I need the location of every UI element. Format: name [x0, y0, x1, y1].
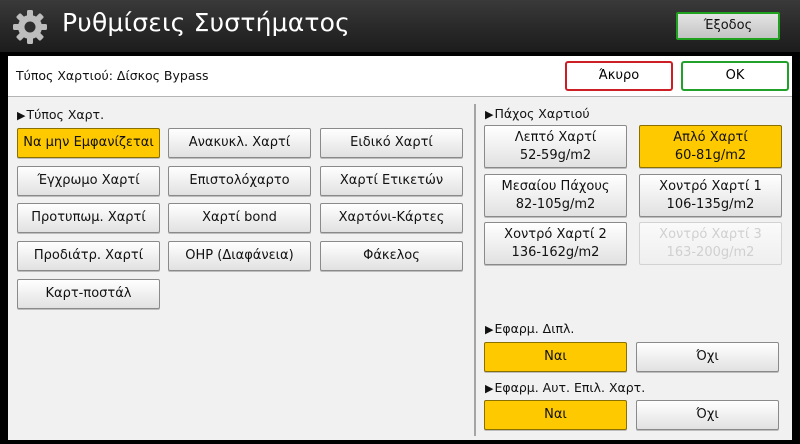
option-line1: Χοντρό Χαρτί 3 — [659, 226, 762, 242]
thickness-option[interactable]: Χοντρό Χαρτί 1 106-135g/m2 — [639, 174, 782, 217]
exit-button[interactable]: Έξοδος — [676, 12, 780, 40]
duplex-label: Εφαρμ. Διπλ. — [494, 321, 575, 336]
gear-icon — [13, 10, 47, 44]
thickness-section-label: ▶Πάχος Χαρτιού — [485, 106, 590, 121]
option-line2: 106-135g/m2 — [666, 196, 755, 212]
option-label: Καρτ-ποστάλ — [45, 286, 132, 301]
duplex-no-button[interactable]: Όχι — [636, 342, 779, 372]
option-line1: Απλό Χαρτί — [673, 129, 748, 145]
paper-type-option[interactable]: Ανακυκλ. Χαρτί — [168, 128, 311, 158]
thickness-option[interactable]: Χοντρό Χαρτί 3 163-200g/m2 — [639, 222, 782, 265]
paper-type-section-label: ▶Τύπος Χαρτ. — [17, 107, 104, 122]
option-label: Φάκελος — [363, 248, 420, 263]
option-line1: Μεσαίου Πάχους — [501, 178, 610, 194]
option-label: Ναι — [544, 407, 567, 422]
title-bar: Ρυθμίσεις Συστήματος Έξοδος — [0, 0, 800, 52]
section-divider — [474, 104, 476, 436]
option-label: Χαρτόνι-Κάρτες — [338, 210, 445, 225]
option-line2: 82-105g/m2 — [515, 196, 596, 212]
paper-type-option[interactable]: Χαρτόνι-Κάρτες — [320, 203, 463, 233]
duplex-section-label: ▶Εφαρμ. Διπλ. — [485, 321, 574, 336]
app-title: Ρυθμίσεις Συστήματος — [62, 8, 351, 37]
option-line2: 136-162g/m2 — [511, 244, 600, 260]
option-line2: 52-59g/m2 — [519, 147, 592, 163]
triangle-right-icon: ▶ — [485, 323, 494, 336]
settings-panel: Τύπος Χαρτιού: Δίσκος Bypass Άκυρο OK ▶Τ… — [8, 56, 792, 440]
paper-type-option[interactable]: Να μην Εμφανίζεται — [17, 128, 160, 158]
option-label: Επιστολόχαρτο — [189, 173, 290, 188]
auto-select-label: Εφαρμ. Αυτ. Επιλ. Χαρτ. — [494, 380, 646, 395]
thickness-option[interactable]: Χοντρό Χαρτί 2 136-162g/m2 — [484, 222, 627, 265]
option-label: Προτυπωμ. Χαρτί — [31, 210, 146, 225]
option-label: Ανακυκλ. Χαρτί — [188, 135, 291, 150]
paper-type-option[interactable]: Χαρτί Ετικετών — [320, 166, 463, 196]
header-bar: Τύπος Χαρτιού: Δίσκος Bypass Άκυρο OK — [8, 56, 792, 97]
option-label: OHP (Διαφάνεια) — [185, 248, 294, 263]
cancel-button[interactable]: Άκυρο — [565, 61, 673, 91]
option-label: Ειδικό Χαρτί — [350, 135, 433, 150]
triangle-right-icon: ▶ — [17, 109, 26, 122]
paper-type-option[interactable]: Προτυπωμ. Χαρτί — [17, 203, 160, 233]
duplex-yes-button[interactable]: Ναι — [484, 342, 627, 372]
option-line1: Χοντρό Χαρτί 2 — [504, 226, 607, 242]
paper-type-label: Τύπος Χαρτ. — [26, 107, 105, 122]
triangle-right-icon: ▶ — [485, 382, 494, 395]
auto-select-section-label: ▶Εφαρμ. Αυτ. Επιλ. Χαρτ. — [485, 380, 645, 395]
paper-type-option[interactable]: Ειδικό Χαρτί — [320, 128, 463, 158]
paper-type-option[interactable]: OHP (Διαφάνεια) — [168, 241, 311, 271]
auto-select-yes-button[interactable]: Ναι — [484, 400, 627, 430]
paper-type-option[interactable]: Χαρτί bond — [168, 203, 311, 233]
page-title: Τύπος Χαρτιού: Δίσκος Bypass — [16, 68, 209, 83]
thickness-option[interactable]: Λεπτό Χαρτί 52-59g/m2 — [484, 125, 627, 168]
paper-type-option[interactable]: Έγχρωμο Χαρτί — [17, 166, 160, 196]
option-label: Όχι — [696, 349, 719, 364]
option-line2: 60-81g/m2 — [674, 147, 747, 163]
option-line1: Λεπτό Χαρτί — [514, 129, 597, 145]
option-line2: 163-200g/m2 — [666, 244, 755, 260]
thickness-label: Πάχος Χαρτιού — [494, 106, 590, 121]
thickness-option[interactable]: Μεσαίου Πάχους 82-105g/m2 — [484, 174, 627, 217]
paper-type-option[interactable]: Επιστολόχαρτο — [168, 166, 311, 196]
paper-type-option[interactable]: Φάκελος — [320, 241, 463, 271]
option-label: Ναι — [544, 349, 567, 364]
option-label: Χαρτί Ετικετών — [339, 173, 444, 188]
paper-type-option[interactable]: Προδιάτρ. Χαρτί — [17, 241, 160, 271]
option-line1: Χοντρό Χαρτί 1 — [659, 178, 762, 194]
option-label: Να μην Εμφανίζεται — [23, 135, 154, 150]
triangle-right-icon: ▶ — [485, 108, 494, 121]
ok-button[interactable]: OK — [681, 61, 789, 91]
option-label: Χαρτί bond — [202, 210, 277, 225]
auto-select-no-button[interactable]: Όχι — [636, 400, 779, 430]
paper-type-option[interactable]: Καρτ-ποστάλ — [17, 279, 160, 309]
thickness-option[interactable]: Απλό Χαρτί 60-81g/m2 — [639, 125, 782, 168]
option-label: Προδιάτρ. Χαρτί — [33, 248, 144, 263]
option-label: Έγχρωμο Χαρτί — [37, 173, 140, 188]
option-label: Όχι — [696, 407, 719, 422]
